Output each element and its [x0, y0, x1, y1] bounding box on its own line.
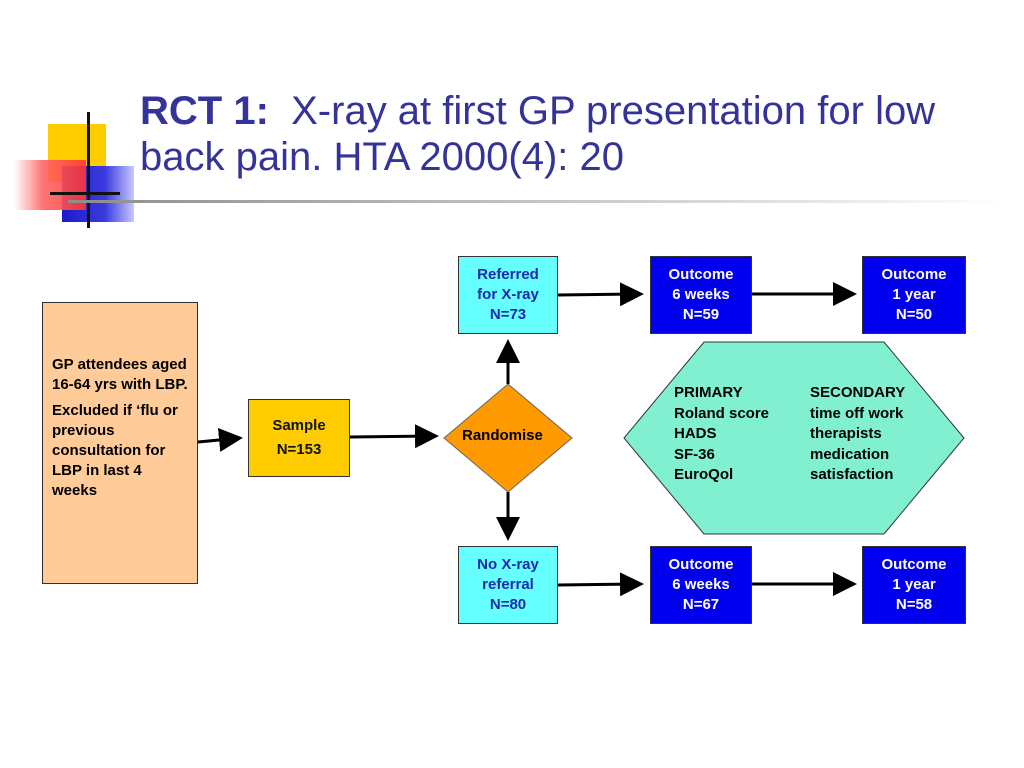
sample-label: Sample	[272, 417, 326, 434]
sample-box: Sample N=153	[248, 399, 350, 477]
xray-group-line1: Referred	[477, 266, 539, 283]
arrow-xray-to-6w	[557, 282, 644, 307]
noxray-outcome-1y-box: Outcome 1 year N=58	[862, 546, 966, 624]
title-rest: X-ray at first GP presentation for low b…	[140, 89, 936, 179]
secondary-item: medication	[810, 445, 890, 463]
population-exclusion: Excluded if ‘flu or previous consultatio…	[52, 402, 178, 499]
xray-1y-line1: Outcome	[881, 266, 947, 283]
xray-outcome-6w-box: Outcome 6 weeks N=59	[650, 256, 752, 334]
secondary-item: satisfaction	[810, 466, 894, 483]
xray-outcome-1y-box: Outcome 1 year N=50	[862, 256, 966, 334]
slide-title: RCT 1: X-ray at first GP presentation fo…	[140, 88, 1000, 180]
noxray-1y-n: N=58	[895, 596, 933, 613]
primary-item: Roland score	[674, 404, 770, 422]
decor-vertical-line	[87, 112, 90, 228]
xray-6w-line2: 6 weeks	[672, 286, 730, 303]
noxray-6w-n: N=67	[682, 596, 720, 613]
xray-group-n: N=73	[489, 306, 527, 323]
xray-1y-n: N=50	[895, 306, 933, 323]
randomise-label: Randomise	[462, 427, 543, 444]
primary-item: SF-36	[674, 445, 715, 463]
secondary-heading: SECONDARY	[810, 384, 906, 401]
xray-group-box: Referred for X-ray N=73	[458, 256, 558, 334]
xray-6w-line1: Outcome	[668, 266, 734, 283]
noxray-group-line2: referral	[482, 576, 534, 593]
arrow-noxray-to-6w	[557, 572, 644, 597]
population-inclusion: GP attendees aged 16-64 yrs with LBP.	[52, 356, 188, 393]
secondary-outcomes-list: SECONDARY time off work therapists medic…	[810, 383, 905, 486]
arrow-population-to-sample	[197, 428, 243, 452]
secondary-item: therapists	[810, 425, 882, 442]
noxray-group-box: No X-ray referral N=80	[458, 546, 558, 624]
xray-1y-line2: 1 year	[892, 286, 936, 303]
noxray-1y-line2: 1 year	[892, 576, 936, 593]
primary-heading: PRIMARY	[674, 384, 743, 401]
primary-item: HADS	[674, 425, 717, 442]
xray-6w-n: N=59	[682, 306, 720, 323]
noxray-1y-line1: Outcome	[881, 556, 947, 573]
decor-horizontal-line	[50, 192, 120, 195]
outcomes-hexagon	[623, 341, 965, 535]
title-bold: RCT 1:	[140, 89, 269, 133]
noxray-outcome-6w-box: Outcome 6 weeks N=67	[650, 546, 752, 624]
primary-item: EuroQol	[674, 466, 734, 483]
noxray-group-n: N=80	[489, 596, 527, 613]
noxray-6w-line2: 6 weeks	[672, 576, 730, 593]
secondary-item: time off work	[810, 404, 904, 422]
sample-n: N=153	[276, 441, 322, 458]
population-box: GP attendees aged 16-64 yrs with LBP. Ex…	[42, 302, 198, 584]
title-underline	[68, 200, 1008, 203]
primary-outcomes-list: PRIMARY Roland score HADS SF-36 EuroQol	[674, 383, 769, 486]
arrow-sample-to-randomise	[349, 424, 439, 449]
noxray-6w-line1: Outcome	[668, 556, 734, 573]
noxray-group-line1: No X-ray	[477, 556, 539, 573]
xray-group-line2: for X-ray	[477, 286, 539, 303]
